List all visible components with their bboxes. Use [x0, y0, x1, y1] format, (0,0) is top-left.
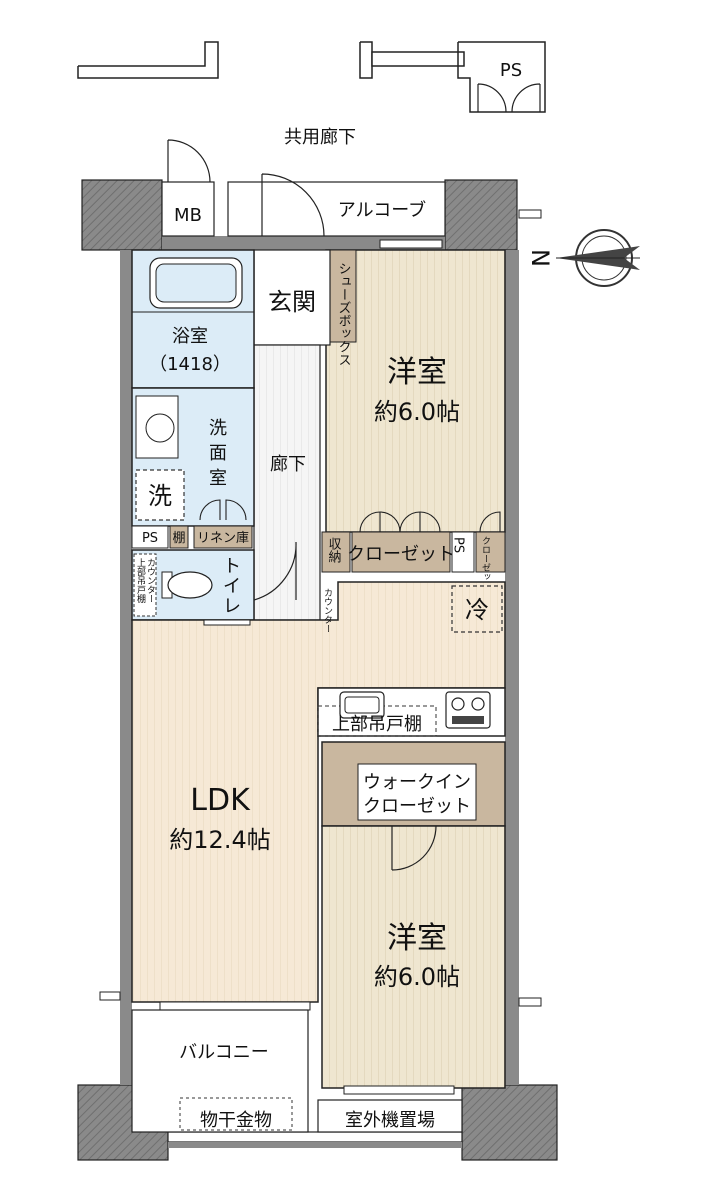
shelf-box: [169, 525, 189, 549]
common-corridor-label: 共用廊下: [284, 127, 356, 148]
counter-left-label: カウンター: [145, 558, 156, 603]
toilet-label-1: ト: [223, 556, 241, 577]
stove-icon: [445, 691, 491, 729]
washroom-label-2: 面: [209, 443, 227, 464]
toilet-label-3: レ: [223, 596, 241, 617]
storage-label: 収納: [326, 537, 342, 564]
ps-small-label: PS: [142, 531, 158, 546]
ps-small-box: [131, 525, 169, 549]
wic-door: [391, 825, 437, 871]
ps-top-doors: [477, 83, 541, 113]
ldk-size: 約12.4帖: [169, 826, 270, 854]
fridge-label: 冷: [465, 596, 489, 624]
alcove-label: アルコーブ: [338, 199, 426, 221]
entrance-hall: [253, 249, 331, 346]
mb-label: MB: [174, 205, 202, 226]
bath-label: 浴室: [172, 326, 208, 347]
toilet-label-2: イ: [223, 576, 241, 597]
fridge-space: [451, 585, 503, 633]
closet-small-box: [475, 531, 506, 573]
western-room-2-label: 洋室: [387, 921, 447, 956]
toilet-fixture: [161, 571, 213, 599]
hallway-label: 廊下: [270, 454, 306, 475]
ps-top-label: PS: [500, 60, 522, 81]
alcove: [227, 181, 446, 237]
north-compass: [556, 229, 640, 287]
north-label: N: [526, 249, 554, 267]
closet-small-label: クローゼット: [480, 536, 491, 590]
western-room-1-size: 約6.0帖: [374, 398, 460, 426]
ac-unit-box: [317, 1099, 463, 1133]
hallway: [253, 344, 321, 621]
sink-icon: [339, 691, 385, 719]
mb-door: [167, 139, 211, 183]
wic-label-2: クローゼット: [363, 796, 471, 817]
balcony: [131, 1009, 309, 1133]
entrance-label: 玄関: [268, 288, 316, 316]
entrance-door: [261, 173, 325, 237]
windows: [159, 239, 455, 1095]
washroom-label-3: 室: [209, 468, 227, 489]
shoe-box-label: シューズボックス: [336, 262, 351, 366]
mb-box: [161, 181, 215, 237]
closet-doors: [359, 511, 501, 533]
closet-label: クローゼット: [347, 544, 455, 565]
laundry-hardware-box: [179, 1097, 293, 1131]
western-room-2: [321, 825, 506, 1089]
wic-label-1: ウォークイン: [363, 772, 471, 793]
washroom-doors: [199, 499, 247, 521]
upper-cabinet-left-label: 上部吊戸棚: [135, 558, 146, 604]
ps-right-label: PS: [451, 537, 466, 553]
linen-box: [193, 525, 253, 549]
western-room-1-label: 洋室: [387, 355, 447, 390]
washer-label: 洗: [148, 482, 172, 510]
upper-cabinet-label: 上部吊戸棚: [332, 714, 422, 735]
bath-size-label: （1418）: [149, 354, 231, 375]
linen-label: リネン庫: [197, 531, 249, 546]
common-corridor-outline: [77, 41, 546, 113]
counter-label: カウンター: [322, 588, 333, 633]
balcony-label: バルコニー: [179, 1042, 269, 1063]
upper-cabinet-left: [133, 553, 157, 617]
toilet-door: [253, 541, 297, 601]
ac-unit-label: 室外機置場: [345, 1110, 435, 1131]
shoe-box: [329, 249, 357, 343]
shelf-label: 棚: [172, 531, 185, 546]
washer-space: [135, 469, 185, 521]
laundry-hardware-label: 物干金物: [200, 1110, 272, 1131]
ldk-label: LDK: [190, 783, 251, 818]
ps-right-box: [451, 531, 475, 573]
storage-box: [321, 531, 351, 573]
closet-box: [351, 531, 451, 573]
western-room-2-size: 約6.0帖: [374, 963, 460, 991]
washroom-label-1: 洗: [209, 418, 227, 439]
